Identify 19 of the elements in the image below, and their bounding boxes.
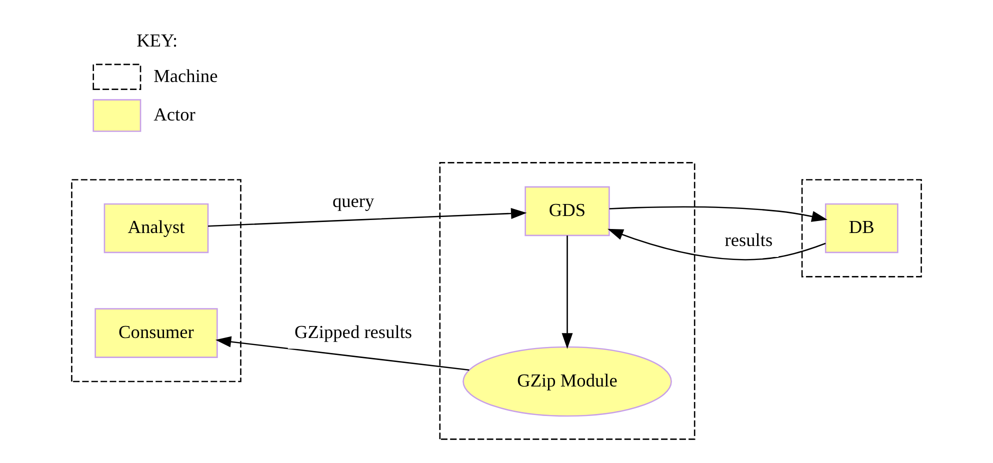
legend-label: Actor [154, 104, 196, 124]
node-box: GDS [524, 186, 610, 236]
node-ellipse: GZip Module [462, 346, 672, 417]
cluster [71, 179, 242, 382]
node-box: DB [824, 203, 898, 254]
cluster [439, 162, 696, 440]
arrow [215, 336, 470, 371]
edge-label: GZipped results [294, 322, 412, 342]
cluster [801, 179, 922, 278]
edge-label: query [332, 190, 374, 211]
edge-label: results [724, 230, 773, 250]
legend-label: Machine [154, 66, 218, 86]
node-box: Analyst [104, 203, 209, 254]
arrow [608, 228, 826, 260]
arrow [562, 236, 573, 349]
node-box: Consumer [94, 308, 218, 358]
arrow [208, 208, 527, 227]
arrow [609, 206, 828, 222]
label: KEY: [136, 30, 178, 50]
